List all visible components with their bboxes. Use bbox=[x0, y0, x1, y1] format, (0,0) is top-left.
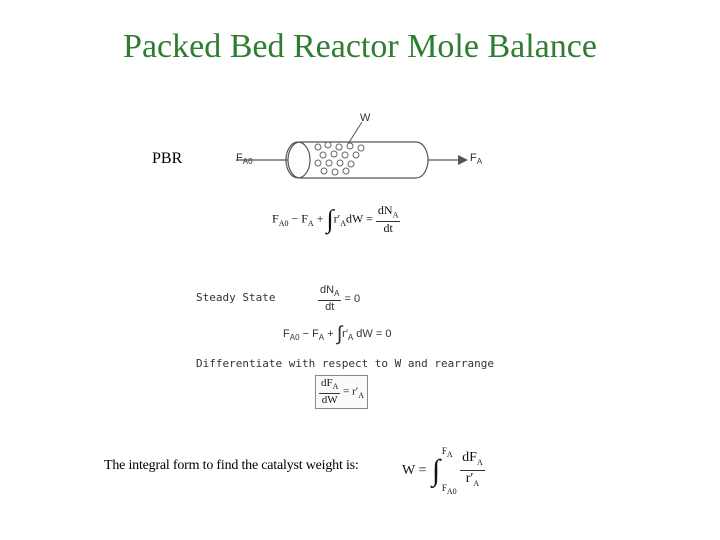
steady-state-label: Steady State bbox=[196, 291, 276, 304]
catalyst-weight-equation: W = FA ∫ FA0 dFA r′A bbox=[402, 446, 485, 496]
reactor-tube bbox=[287, 141, 429, 179]
slide-title: Packed Bed Reactor Mole Balance bbox=[123, 28, 597, 65]
exit-arrow bbox=[458, 155, 468, 165]
feed-label: FA0 bbox=[236, 152, 253, 167]
catalyst-pellets bbox=[314, 141, 365, 176]
integral-sign: ∫ bbox=[431, 453, 441, 487]
steady-state-equation: dNA dt = 0 bbox=[318, 284, 361, 314]
integral-form-label: The integral form to find the catalyst w… bbox=[104, 458, 359, 473]
exit-label: FA bbox=[470, 152, 483, 167]
integral-sign: ∫ bbox=[336, 323, 343, 345]
integral-sign: ∫ bbox=[326, 204, 334, 234]
differentiate-instruction: Differentiate with respect to W and rear… bbox=[196, 357, 495, 370]
catalyst-pointer bbox=[347, 121, 363, 145]
differential-form-equation: dFA dW = r′A bbox=[315, 375, 368, 410]
accumulation-term: dNA dt bbox=[375, 203, 401, 236]
pbr-label: PBR bbox=[152, 150, 183, 167]
reactor-diagram: FA0 W FA bbox=[228, 108, 498, 203]
packed-bed-reactor-drawing bbox=[236, 121, 468, 179]
reactor-inlet-face bbox=[285, 141, 311, 179]
catalyst-label: W bbox=[360, 112, 371, 124]
steady-state-balance-equation: FA0 − FA + ∫r′A dW = 0 bbox=[283, 323, 392, 345]
mole-balance-equation: FA0 − FA + ∫r′AdW = dNA dt bbox=[272, 203, 401, 236]
